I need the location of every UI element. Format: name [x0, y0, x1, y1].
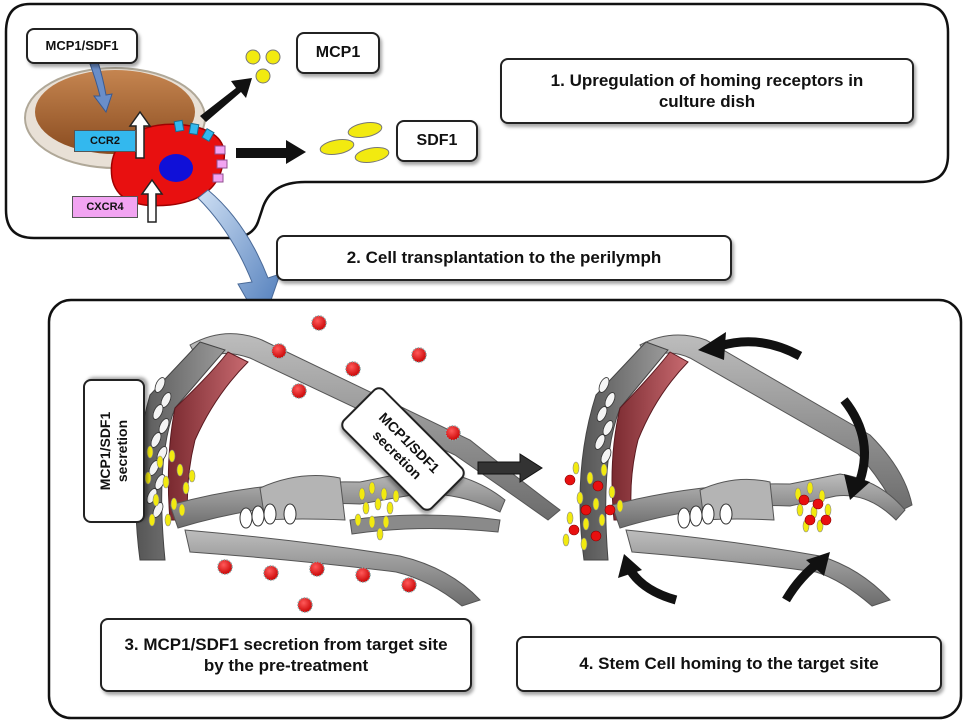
spiral-ligament-cells-right: [594, 377, 616, 464]
sdf1-label: SDF1: [396, 120, 478, 162]
secretion-left-label: MCP1/SDF1 secretion: [83, 379, 145, 523]
spiral-ligament-cells-left: [146, 377, 172, 518]
step1-label: 1. Upregulation of homing receptors in c…: [500, 58, 914, 124]
ccr2-receptor: [201, 127, 215, 143]
cxcr4-receptor: [216, 159, 228, 169]
cxcr4-tag: CXCR4: [72, 196, 138, 218]
step2-label: 2. Cell transplantation to the perilymph: [276, 235, 732, 281]
upward-arrow-icon: [128, 110, 152, 159]
mcp1-label: MCP1: [296, 32, 380, 74]
mcp1-molecules: [245, 49, 281, 84]
cochlea-right: [579, 334, 913, 607]
dish-label: MCP1/SDF1: [26, 28, 138, 64]
middle-right-arrow-icon: [477, 453, 543, 483]
hair-cells-left: [239, 503, 297, 529]
dish-to-cell-arrow-icon: [89, 61, 113, 114]
sdf1-molecules: [319, 122, 390, 163]
upward-arrow-icon: [140, 178, 164, 223]
cxcr4-receptor: [212, 173, 224, 183]
bottom-panel-border: [47, 298, 963, 720]
homed-cluster-right-1: [562, 461, 624, 551]
cxcr4-receptor: [214, 145, 226, 155]
step3-label: 3. MCP1/SDF1 secretion from target site …: [100, 618, 472, 692]
ccr2-receptor: [188, 122, 200, 136]
black-arrow-icon: [236, 140, 306, 164]
curved-arrow-heads: [618, 332, 870, 578]
homed-cluster-right-2: [794, 481, 832, 533]
ccr2-tag: CCR2: [74, 130, 136, 152]
nucleus: [159, 154, 193, 182]
step4-label: 4. Stem Cell homing to the target site: [516, 636, 942, 692]
hair-cells-right: [677, 503, 733, 529]
chemokine-cluster-left-2: [354, 481, 400, 541]
ccr2-receptor: [173, 119, 185, 133]
black-arrow-icon: [200, 78, 252, 122]
